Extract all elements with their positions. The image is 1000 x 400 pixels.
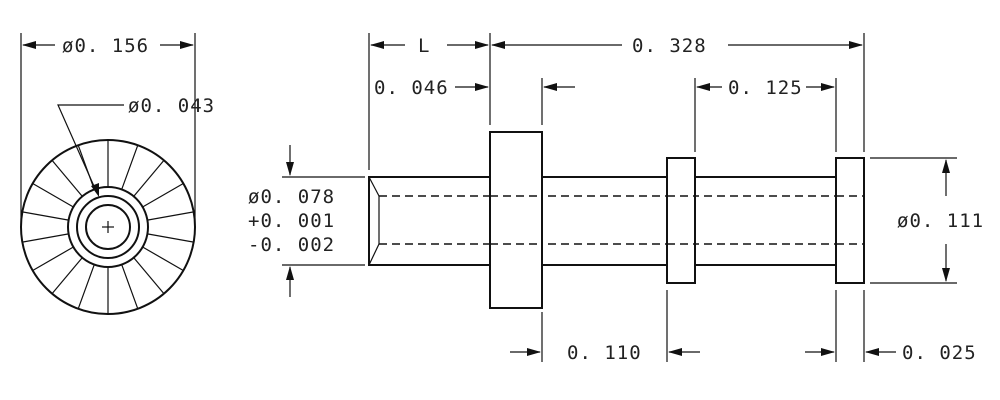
length-l-label: L bbox=[418, 35, 430, 57]
chamfer-top bbox=[368, 176, 380, 197]
end-view-spoke bbox=[121, 144, 139, 190]
arrow-down-icon bbox=[286, 162, 294, 176]
shaft-tube bbox=[368, 176, 838, 266]
side-view-dimensions: L 0. 328 0. 046 0. 125 ø0. 078 +0. 001 -… bbox=[248, 33, 984, 364]
end-view-spoke bbox=[142, 182, 184, 208]
end-collar bbox=[835, 157, 865, 284]
end-view-spoke bbox=[51, 160, 83, 197]
arrow-left-icon bbox=[22, 41, 36, 49]
end-view-spoke bbox=[142, 246, 184, 272]
arrow-right-icon bbox=[849, 41, 863, 49]
groove-width-label: 0. 110 bbox=[567, 342, 642, 364]
end-view-spoke bbox=[147, 233, 194, 243]
arrow-left-icon bbox=[865, 348, 879, 356]
arrow-right-icon bbox=[821, 83, 835, 91]
end-view-spoke bbox=[51, 257, 83, 294]
bore-tol-plus-label: +0. 001 bbox=[248, 210, 335, 232]
first-offset-label: 0. 046 bbox=[374, 77, 449, 99]
end-view-spoke bbox=[22, 233, 69, 243]
arrow-right-icon bbox=[475, 41, 489, 49]
end-view-ring-circle bbox=[76, 195, 140, 259]
end-view-spoke bbox=[22, 211, 69, 221]
arrow-right-icon bbox=[475, 83, 489, 91]
end-view-spoke bbox=[121, 264, 139, 310]
side-view bbox=[368, 131, 865, 309]
end-view-spoke bbox=[32, 246, 74, 272]
collar-spacing-label: 0. 125 bbox=[728, 77, 803, 99]
overall-length-label: 0. 328 bbox=[632, 35, 707, 57]
leader-arrow-icon bbox=[91, 183, 99, 197]
end-view-spoke bbox=[77, 264, 95, 310]
arrow-down-icon bbox=[942, 268, 950, 282]
end-view-outer-dia-label: ø0. 156 bbox=[62, 35, 149, 57]
end-view: ø0. 156 ø0. 043 bbox=[20, 33, 215, 315]
end-view-spoke bbox=[147, 211, 194, 221]
arrow-right-icon bbox=[821, 348, 835, 356]
end-flange-width-label: 0. 025 bbox=[902, 342, 977, 364]
arrow-up-icon bbox=[942, 159, 950, 173]
arrow-right-icon bbox=[180, 41, 194, 49]
middle-collar bbox=[666, 157, 696, 284]
bore-dia-label: ø0. 078 bbox=[248, 186, 335, 208]
end-view-spoke bbox=[32, 182, 74, 208]
arrow-right-icon bbox=[527, 348, 541, 356]
end-view-inner-leader bbox=[57, 104, 124, 194]
arrow-left-icon bbox=[696, 83, 710, 91]
chamfer-bottom bbox=[368, 243, 380, 266]
arrow-left-icon bbox=[668, 348, 682, 356]
flange-dia-label: ø0. 111 bbox=[897, 210, 984, 232]
bore-tol-minus-label: -0. 002 bbox=[248, 234, 335, 256]
arrow-left-icon bbox=[370, 41, 384, 49]
end-view-bore-circle bbox=[85, 204, 131, 250]
end-view-inner-dia-label: ø0. 043 bbox=[128, 95, 215, 117]
end-view-spoke bbox=[133, 160, 165, 197]
arrow-up-icon bbox=[286, 266, 294, 280]
large-flange bbox=[489, 131, 543, 309]
end-view-spoke bbox=[133, 257, 165, 294]
arrow-left-icon bbox=[543, 83, 557, 91]
arrow-left-icon bbox=[491, 41, 505, 49]
